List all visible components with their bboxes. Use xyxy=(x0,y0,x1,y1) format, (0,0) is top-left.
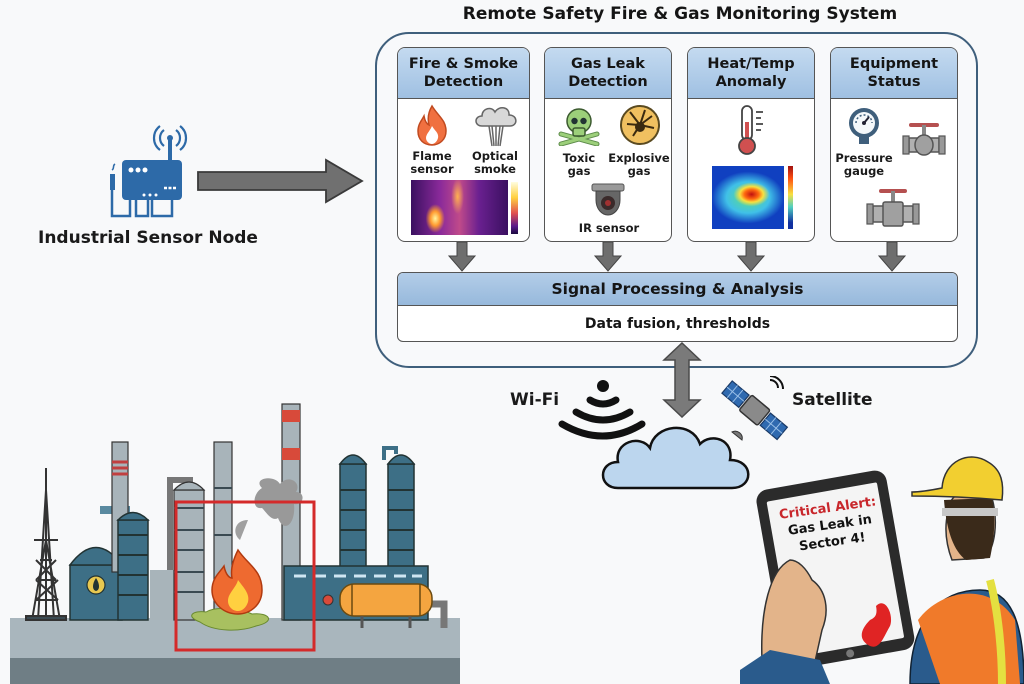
panel-heading: Gas Leak Detection xyxy=(545,48,671,99)
skull-crossbones-icon xyxy=(558,108,600,146)
flame-sensor-label: Flame sensor xyxy=(410,149,454,176)
cloud-icon xyxy=(601,426,750,490)
sensor-node-icon xyxy=(110,125,188,218)
refinery-scene xyxy=(10,403,460,684)
arrow-down-icon xyxy=(877,242,907,272)
storage-tank xyxy=(339,583,433,617)
alert-fire-icon xyxy=(861,603,892,647)
valve-icon xyxy=(866,189,920,227)
panel-heading: Equipment Status xyxy=(831,48,957,99)
ir-dome-camera-icon xyxy=(591,183,625,216)
hard-hat xyxy=(911,456,1004,501)
pressure-gauge-label: Pressure gauge xyxy=(835,151,893,178)
arrow-down-icon xyxy=(736,242,766,272)
signal-processing-block: Signal Processing & Analysis Data fusion… xyxy=(397,272,958,342)
signal-processing-subtitle: Data fusion, thresholds xyxy=(584,316,771,332)
thermal-color-scale xyxy=(511,182,518,234)
thermometer-icon xyxy=(738,105,763,155)
toxic-gas-label: Toxic gas xyxy=(562,151,596,178)
arrow-right-icon xyxy=(197,158,364,204)
oil-derrick-icon xyxy=(25,468,67,621)
satellite-label: Satellite xyxy=(792,390,873,410)
sensor-node-label: Industrial Sensor Node xyxy=(38,228,258,248)
worker-illustration xyxy=(740,456,1024,684)
optical-smoke-label: Optical smoke xyxy=(472,149,518,176)
hazard-highlight-box xyxy=(174,500,316,652)
fire-icon xyxy=(211,548,263,615)
wifi-icon xyxy=(558,380,646,440)
panel-heading: Heat/Temp Anomaly xyxy=(688,48,814,99)
heatmap-color-scale xyxy=(788,166,793,229)
explosive-icon xyxy=(620,105,660,145)
arrow-down-icon xyxy=(447,242,477,272)
panel-heat-temp: Heat/Temp Anomaly xyxy=(687,47,815,242)
panel-equipment-status: Equipment Status Pressure gauge xyxy=(830,47,958,242)
valve-icon xyxy=(902,123,946,156)
panel-heading: Fire & Smoke Detection xyxy=(398,48,529,99)
signal-processing-heading: Signal Processing & Analysis xyxy=(398,273,957,306)
pressure-gauge-icon xyxy=(849,108,879,144)
arrow-down-icon xyxy=(593,242,623,272)
diagram-title: Remote Safety Fire & Gas Monitoring Syst… xyxy=(462,4,898,24)
panel-gas-leak: Gas Leak Detection Toxic gas Explosive g… xyxy=(544,47,672,242)
thermal-camera-image xyxy=(411,180,508,235)
wifi-label: Wi-Fi xyxy=(510,390,560,410)
gas-spill xyxy=(191,607,269,631)
bidirectional-arrow-icon xyxy=(662,342,702,418)
flame-icon xyxy=(417,104,447,146)
heatmap-image xyxy=(712,166,784,229)
satellite-icon xyxy=(721,376,789,441)
explosive-gas-label: Explosive gas xyxy=(608,151,670,178)
smoke-cloud-icon xyxy=(475,107,517,147)
ir-sensor-label: IR sensor xyxy=(578,221,640,235)
panel-fire-smoke: Fire & Smoke Detection Flame sensor Opti… xyxy=(397,47,530,242)
